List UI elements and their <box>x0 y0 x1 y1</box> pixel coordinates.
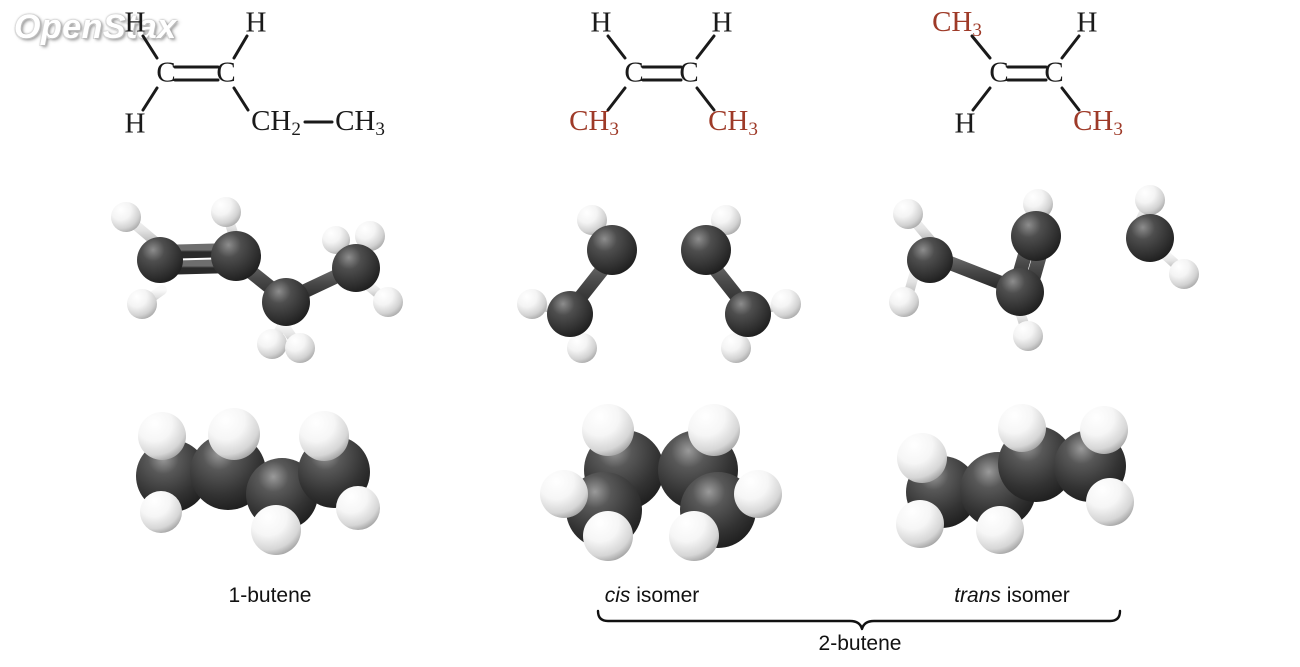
ch3-text: CH <box>1073 105 1114 138</box>
methyl-label-lower-right-3: CH3 <box>1073 107 1123 139</box>
ball-and-stick-model-1-butene <box>86 172 426 363</box>
ch2-text: CH <box>251 105 292 138</box>
carbon-label-c3-left: C <box>989 56 1009 89</box>
methyl-label-lower-left-2: CH3 <box>569 107 619 139</box>
ch2-subscript: 2 <box>291 118 301 140</box>
openstax-watermark: OpenStax <box>14 8 177 46</box>
methylene-label-ch2-1: CH2 <box>251 107 301 139</box>
space-filling-model-1-butene <box>136 408 386 557</box>
space-filling-model-cis-2-butene <box>540 404 786 561</box>
caption-2-butene: 2-butene <box>818 632 902 655</box>
ch3-text: CH <box>335 105 376 138</box>
caption-cis-rest: isomer <box>630 584 700 607</box>
hydrogen-label-upper-right-3: H <box>1076 6 1098 39</box>
hydrogen-label-lower-left-1: H <box>124 107 146 140</box>
hydrogen-label-lower-left-3: H <box>954 107 976 140</box>
ch3-text: CH <box>932 6 973 39</box>
ch3-subscript: 3 <box>375 118 385 140</box>
hydrogen-label-upper-right-1: H <box>245 6 267 39</box>
carbon-label-c1-right: C <box>216 56 236 89</box>
space-filling-model-trans-2-butene <box>896 404 1136 557</box>
ball-and-stick-model-trans-2-butene <box>886 178 1199 358</box>
ch3-subscript: 3 <box>609 118 619 140</box>
ch3-subscript: 3 <box>748 118 758 140</box>
ch3-subscript: 3 <box>972 19 982 41</box>
hydrogen-label-upper-left-2: H <box>590 6 612 39</box>
methyl-label-ch3-1: CH3 <box>335 107 385 139</box>
caption-trans-rest: isomer <box>1000 584 1070 607</box>
ch3-subscript: 3 <box>1113 118 1123 140</box>
hydrogen-label-upper-right-2: H <box>711 6 733 39</box>
caption-1-butene: 1-butene <box>228 584 312 607</box>
ch3-text: CH <box>708 105 749 138</box>
caption-trans-italic: trans <box>954 584 1001 607</box>
hydrogen-label-upper-left-1: H <box>124 6 146 39</box>
ball-and-stick-model-cis-2-butene <box>494 172 824 363</box>
carbon-label-c2-left: C <box>624 56 644 89</box>
ch3-text: CH <box>569 105 610 138</box>
caption-cis-italic: cis <box>604 584 631 607</box>
carbon-label-c3-right: C <box>1044 56 1064 89</box>
caption-cis-isomer: cis isomer <box>605 584 700 608</box>
caption-trans-isomer: trans isomer <box>954 584 1070 608</box>
brace-path <box>596 609 1122 631</box>
carbon-label-c1-left: C <box>156 56 176 89</box>
carbon-label-c2-right: C <box>679 56 699 89</box>
methyl-label-lower-right-2: CH3 <box>708 107 758 139</box>
methyl-label-upper-left-3: CH3 <box>932 8 982 40</box>
